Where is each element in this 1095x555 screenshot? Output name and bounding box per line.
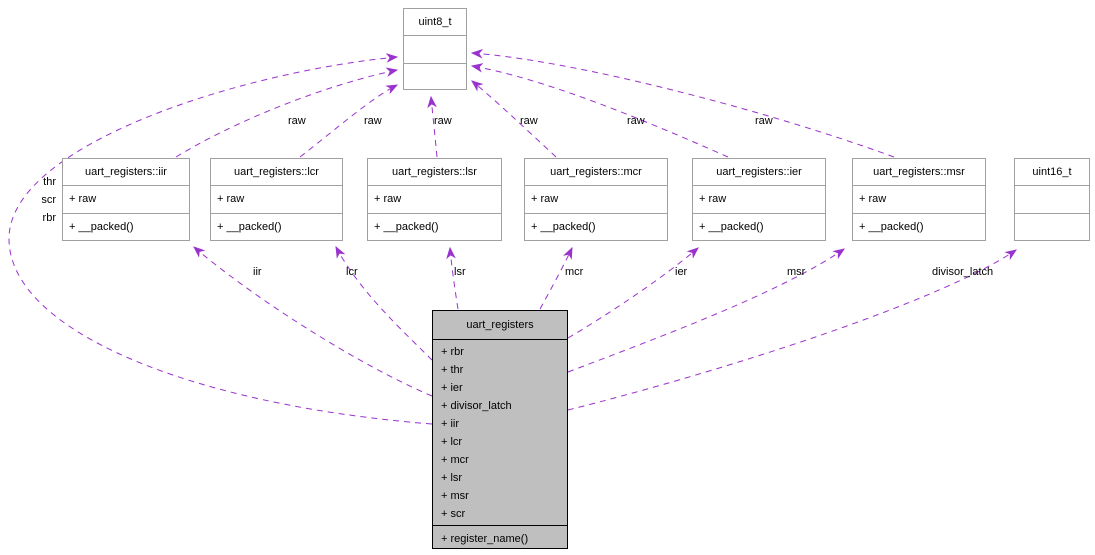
class-member: + divisor_latch: [441, 400, 512, 412]
edge-mcr: [539, 246, 573, 310]
edge-label-raw: raw: [364, 115, 382, 127]
class-box-uint8-t[interactable]: uint8_t: [403, 8, 467, 90]
edge-divisor-latch: [567, 249, 1017, 411]
edge-label-raw: raw: [627, 115, 645, 127]
edge-label-ier: ier: [675, 266, 688, 278]
class-member: + thr: [441, 364, 464, 376]
class-method: + __packed(): [69, 221, 134, 233]
class-member: + lsr: [441, 472, 463, 484]
class-method: + __packed(): [699, 221, 764, 233]
edge-label-scr: scr: [41, 194, 56, 206]
class-title: uart_registers::lsr: [368, 159, 501, 186]
edge-raw-iir: [175, 67, 399, 158]
class-member: + scr: [441, 508, 466, 520]
class-member: + lcr: [441, 436, 463, 448]
class-member: + iir: [441, 418, 460, 430]
class-title: uart_registers: [433, 311, 567, 340]
class-member: + raw: [368, 186, 501, 214]
class-title: uart_registers::lcr: [211, 159, 342, 186]
edge-label-thr-scr-rbr: thr scr rbr: [24, 173, 56, 227]
class-box-uart-registers-iir[interactable]: uart_registers::iir + raw + __packed(): [62, 158, 190, 241]
class-empty-compartment: [404, 36, 466, 64]
edge-label-iir: iir: [253, 266, 262, 278]
class-member: + ier: [441, 382, 463, 394]
edge-label-raw: raw: [288, 115, 306, 127]
edge-label-msr: msr: [787, 266, 806, 278]
edge-label-thr: thr: [43, 176, 56, 188]
edge-raw-mcr: [471, 80, 557, 158]
class-title: uart_registers::msr: [853, 159, 985, 186]
class-empty-compartment: [404, 64, 466, 91]
edge-label-divisor-latch: divisor_latch: [932, 266, 994, 278]
edge-ier: [567, 247, 699, 339]
edge-label-mcr: mcr: [565, 266, 584, 278]
class-title: uint8_t: [404, 9, 466, 36]
edge-label-raw: raw: [434, 115, 452, 127]
class-box-uart-registers-msr[interactable]: uart_registers::msr + raw + __packed(): [852, 158, 986, 241]
edge-lcr: [335, 245, 433, 361]
edge-label-raw: raw: [520, 115, 538, 127]
class-title: uart_registers::mcr: [525, 159, 667, 186]
class-box-uart-registers-lsr[interactable]: uart_registers::lsr + raw + __packed(): [367, 158, 502, 241]
edge-raw-lsr: [427, 95, 438, 158]
class-method: + __packed(): [531, 221, 596, 233]
edge-label-lcr: lcr: [346, 266, 358, 278]
edge-label-lsr: lsr: [454, 266, 466, 278]
class-box-uart-registers[interactable]: uart_registers + rbr + thr + ier + divis…: [432, 310, 568, 549]
class-member: + raw: [211, 186, 342, 214]
class-members-compartment: + rbr + thr + ier + divisor_latch + iir …: [433, 340, 567, 525]
class-empty-compartment: [1015, 214, 1089, 241]
edge-label-rbr: rbr: [42, 212, 56, 224]
edge-iir: [193, 246, 433, 397]
class-member: + rbr: [441, 346, 464, 358]
class-box-uint16-t[interactable]: uint16_t: [1014, 158, 1090, 241]
class-method: + register_name(): [433, 525, 567, 552]
class-title: uint16_t: [1015, 159, 1089, 186]
class-member: + raw: [63, 186, 189, 214]
class-method: + __packed(): [859, 221, 924, 233]
class-member: + raw: [693, 186, 825, 214]
edge-lsr: [446, 246, 459, 310]
class-box-uart-registers-lcr[interactable]: uart_registers::lcr + raw + __packed(): [210, 158, 343, 241]
class-box-uart-registers-mcr[interactable]: uart_registers::mcr + raw + __packed(): [524, 158, 668, 241]
class-member: + msr: [441, 490, 469, 502]
edge-thr-scr-rbr: [8, 53, 433, 425]
class-method: + __packed(): [217, 221, 282, 233]
edge-raw-msr: [470, 48, 895, 158]
edge-raw-ier: [470, 63, 729, 158]
class-title: uart_registers::ier: [693, 159, 825, 186]
class-empty-compartment: [1015, 186, 1089, 214]
class-title: uart_registers::iir: [63, 159, 189, 186]
class-member: + raw: [853, 186, 985, 214]
class-member: + raw: [525, 186, 667, 214]
edge-label-raw: raw: [755, 115, 773, 127]
class-member: + mcr: [441, 454, 469, 466]
edge-raw-lcr: [299, 84, 399, 158]
class-method: + __packed(): [374, 221, 439, 233]
class-box-uart-registers-ier[interactable]: uart_registers::ier + raw + __packed(): [692, 158, 826, 241]
